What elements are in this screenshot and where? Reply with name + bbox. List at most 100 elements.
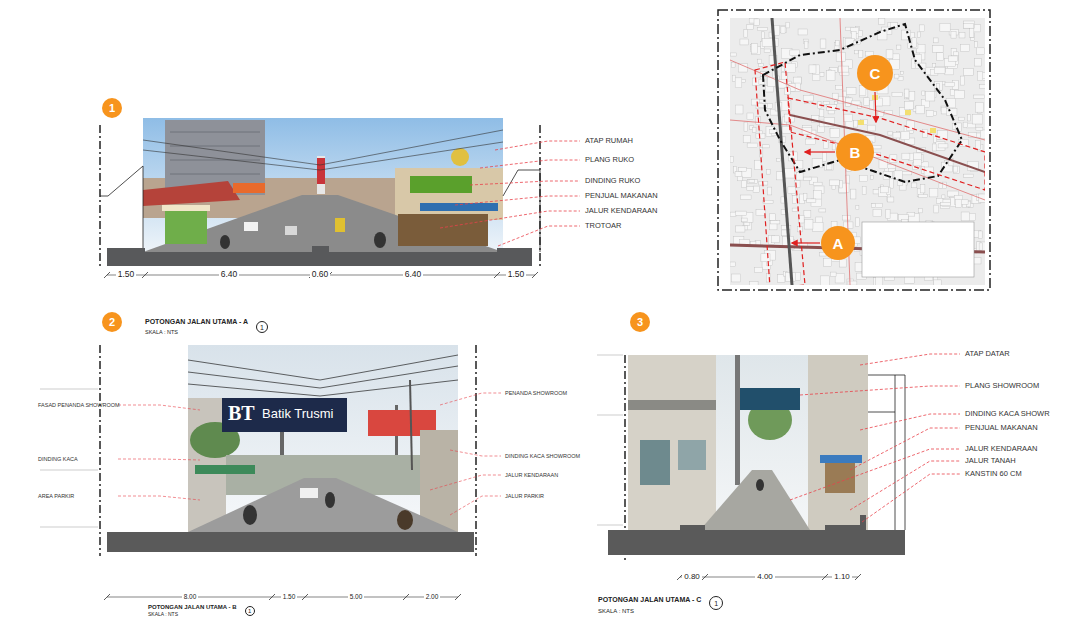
map-block xyxy=(858,50,863,57)
map-block xyxy=(924,167,933,176)
sky xyxy=(143,118,503,252)
map-block xyxy=(804,41,808,48)
leader-line xyxy=(450,496,501,515)
map-block xyxy=(788,187,795,194)
map-block xyxy=(770,214,776,221)
leader-line xyxy=(480,160,580,168)
curb xyxy=(825,525,865,531)
dimension-tick xyxy=(269,594,275,600)
dimension-label: 6.40 xyxy=(219,270,240,279)
map-block xyxy=(856,218,860,227)
map-block xyxy=(840,72,849,76)
leader-line xyxy=(440,211,580,228)
map-block xyxy=(876,277,883,285)
map-block xyxy=(732,62,736,67)
map-block xyxy=(755,160,761,170)
map-marker: B xyxy=(836,133,874,171)
car xyxy=(244,222,258,231)
map-block xyxy=(836,85,843,89)
road xyxy=(143,195,503,252)
dimension-tick xyxy=(104,594,110,600)
leader-line xyxy=(440,393,501,405)
map-block xyxy=(768,77,776,86)
map-block xyxy=(895,74,899,78)
curb xyxy=(680,525,705,531)
map-block xyxy=(790,50,800,56)
map-block xyxy=(737,176,742,181)
scale-label: SKALA : NTS xyxy=(145,329,178,335)
callout-label: FASAD PENANDA SHOWROOM xyxy=(38,402,120,408)
map-arrow xyxy=(792,242,820,243)
map-block xyxy=(951,32,956,39)
leader-line xyxy=(118,459,200,460)
map-block xyxy=(961,212,969,221)
shop-sign xyxy=(233,183,265,193)
callout-label: DINDING KACA SHOWROOM xyxy=(505,453,580,459)
corridor-b xyxy=(788,98,985,190)
map-block xyxy=(744,122,747,131)
callout-label: PENJUAL MAKANAN xyxy=(965,424,1038,432)
building xyxy=(420,430,458,532)
map-block xyxy=(756,210,766,216)
map-block xyxy=(905,101,914,109)
dimension-label: 6.40 xyxy=(403,270,424,279)
map-block xyxy=(735,78,742,88)
map-block xyxy=(945,68,954,75)
round-sign xyxy=(451,148,469,166)
section-symbol: 1 xyxy=(245,606,255,616)
map-block xyxy=(736,211,747,215)
leader-line xyxy=(455,196,580,205)
map-block xyxy=(840,181,843,188)
map-block xyxy=(735,105,743,114)
map-block xyxy=(747,143,758,148)
map-block xyxy=(819,109,824,116)
map-block xyxy=(975,141,980,150)
map-block xyxy=(929,188,937,197)
map-block xyxy=(767,187,771,195)
map-block xyxy=(777,158,781,161)
map-block xyxy=(739,168,747,172)
motorbike xyxy=(374,232,386,248)
map-block xyxy=(830,129,839,138)
map-block xyxy=(864,98,869,106)
median xyxy=(312,246,329,253)
map-block xyxy=(747,180,757,184)
building xyxy=(628,355,716,530)
dimension-label: 1.50 xyxy=(506,270,527,279)
dimension-tick xyxy=(403,594,409,600)
map-block xyxy=(735,172,742,177)
main-road xyxy=(772,18,792,285)
map-block xyxy=(819,209,826,212)
section-symbol: 1 xyxy=(709,596,723,610)
callout-label: DINDING KACA SHOWR xyxy=(965,410,1050,418)
map-block xyxy=(975,59,982,66)
ground-slab xyxy=(107,532,474,552)
map-block xyxy=(798,29,808,35)
node-text: 1 xyxy=(260,324,264,331)
map-block xyxy=(933,38,938,43)
map-block xyxy=(822,153,826,162)
section-title: POTONGAN JALAN UTAMA - C xyxy=(598,596,701,604)
map-block xyxy=(976,127,983,130)
map-block xyxy=(919,25,924,32)
map-block xyxy=(939,184,943,189)
dimension-label: 0.80 xyxy=(682,573,702,582)
window xyxy=(678,440,706,470)
callout-label: JALUR KENDARAAN xyxy=(505,472,558,478)
map-block xyxy=(953,166,957,172)
highlight xyxy=(930,128,936,133)
map-block xyxy=(904,89,908,98)
road xyxy=(188,478,458,532)
sky xyxy=(188,345,458,532)
section-1 xyxy=(100,125,540,278)
curb xyxy=(860,515,866,531)
dimension-tick xyxy=(302,594,308,600)
callout-label: PENANDA SHOWROOM xyxy=(505,390,567,396)
window-row xyxy=(170,132,260,133)
map-block xyxy=(974,42,977,48)
dimension-tick xyxy=(104,272,110,278)
node-text: A xyxy=(833,236,844,251)
map-block xyxy=(860,175,868,182)
level-mark xyxy=(597,415,623,416)
map-block xyxy=(843,215,851,220)
